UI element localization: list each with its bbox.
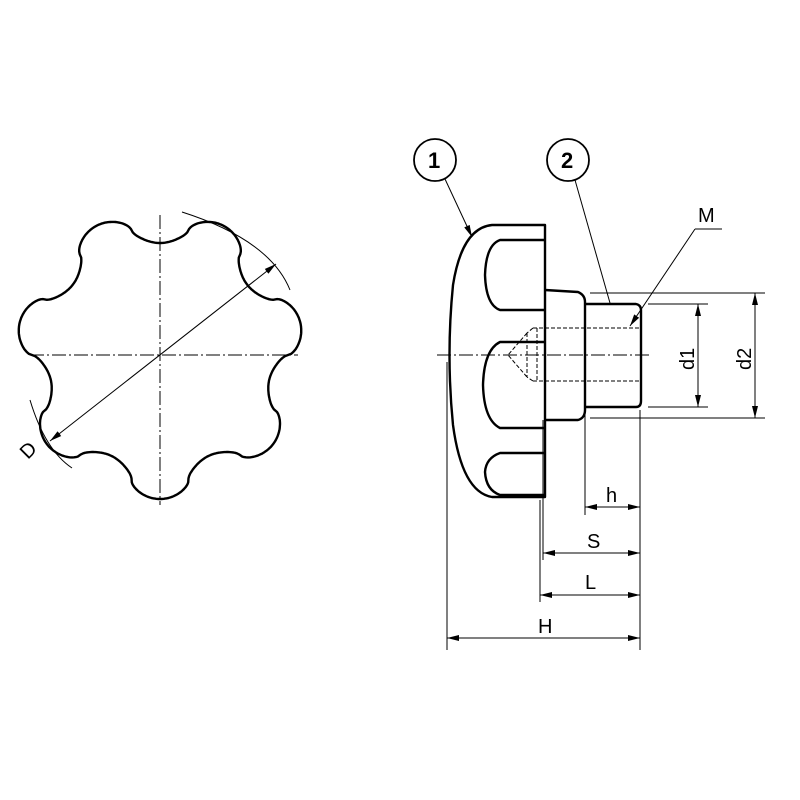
- balloon-2-number: 2: [561, 148, 573, 173]
- balloon-1-leader: [444, 178, 473, 238]
- label-h: h: [606, 485, 617, 507]
- knob-slot-bottom: [483, 451, 545, 497]
- label-d1: d1: [677, 348, 699, 370]
- label-d2: d2: [734, 348, 756, 370]
- hub: [544, 288, 587, 422]
- diameter-D-dimension: [49, 263, 277, 442]
- side-view: d1 d2 h S L H M 1 2: [413, 138, 765, 650]
- extension-lines-lengths: [446, 362, 641, 650]
- diameter-arc-bottom: [29, 399, 73, 469]
- label-M: M: [698, 205, 715, 227]
- knob-slot-top: [483, 238, 545, 312]
- label-D: D: [16, 438, 42, 464]
- diameter-arc-top: [181, 211, 291, 291]
- balloon-2: [546, 138, 590, 182]
- label-S: S: [587, 531, 600, 553]
- label-L: L: [585, 572, 596, 594]
- knob-slot-middle: [481, 340, 545, 430]
- balloon-2-leader: [574, 179, 611, 304]
- knob-body: [448, 223, 547, 499]
- extension-lines-diameters: [590, 292, 765, 419]
- M-leader: [629, 228, 696, 327]
- balloon-1-number: 1: [428, 148, 440, 173]
- front-view: D: [16, 211, 303, 505]
- label-H: H: [538, 616, 552, 638]
- balloon-1: [413, 138, 457, 182]
